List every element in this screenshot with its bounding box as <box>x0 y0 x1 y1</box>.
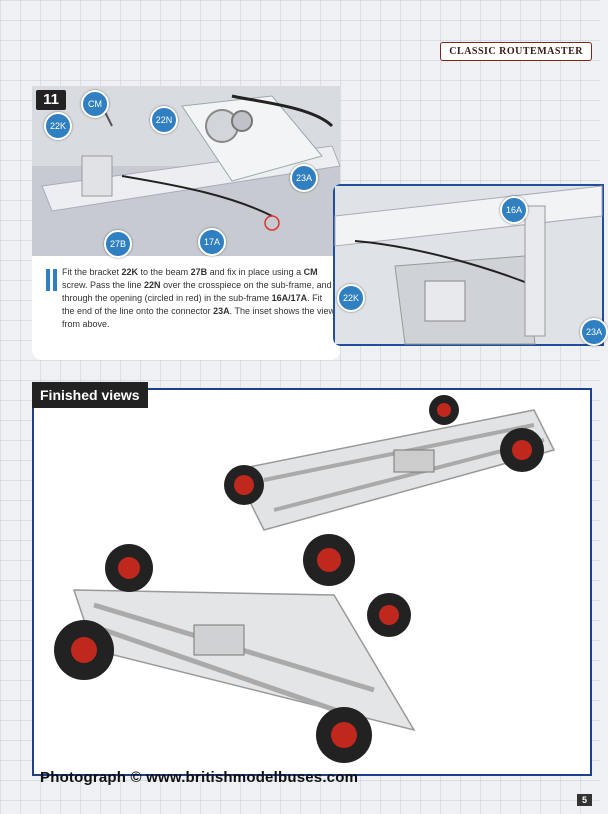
chassis-upper <box>224 395 556 586</box>
step-marker <box>46 269 50 291</box>
wheel <box>54 620 114 680</box>
inset-top-view: 16A 22K 23A <box>333 184 608 346</box>
series-tag: CLASSIC ROUTEMASTER <box>440 42 592 61</box>
callout-cm: CM <box>81 90 109 118</box>
finished-views-title: Finished views <box>32 382 148 408</box>
step-marker <box>53 269 57 291</box>
step-number: 11 <box>36 90 66 110</box>
chassis-lower <box>54 544 416 763</box>
inset-callout-16a: 16A <box>500 196 528 224</box>
step-photo <box>32 86 341 256</box>
callout-22k: 22K <box>44 112 72 140</box>
step-instructions: Fit the bracket 22K to the beam 27B and … <box>46 266 336 331</box>
wheel <box>316 707 372 763</box>
wheel <box>224 465 264 505</box>
callout-23a: 23A <box>290 164 318 192</box>
inset-callout-22k: 22K <box>337 284 365 312</box>
inset-callout-23a: 23A <box>580 318 608 346</box>
callout-17a: 17A <box>198 228 226 256</box>
inset-photo <box>334 185 603 345</box>
chassis-photos <box>34 390 590 774</box>
step-panel: 11 CM 22K 22N 27B 17A 23A Fit the bracke… <box>32 86 341 360</box>
callout-22n: 22N <box>150 106 178 134</box>
photo-credit: Photograph © www.britishmodelbuses.com <box>40 769 359 786</box>
page-number: 5 <box>576 794 592 806</box>
callout-27b: 27B <box>104 230 132 258</box>
wheel <box>500 428 544 472</box>
finished-views-panel: Finished views <box>32 382 592 776</box>
wheel <box>303 534 355 586</box>
instruction-text: Fit the bracket 22K to the beam 27B and … <box>62 267 336 329</box>
wheel <box>367 593 411 637</box>
wheel <box>429 395 459 425</box>
wheel <box>105 544 153 592</box>
